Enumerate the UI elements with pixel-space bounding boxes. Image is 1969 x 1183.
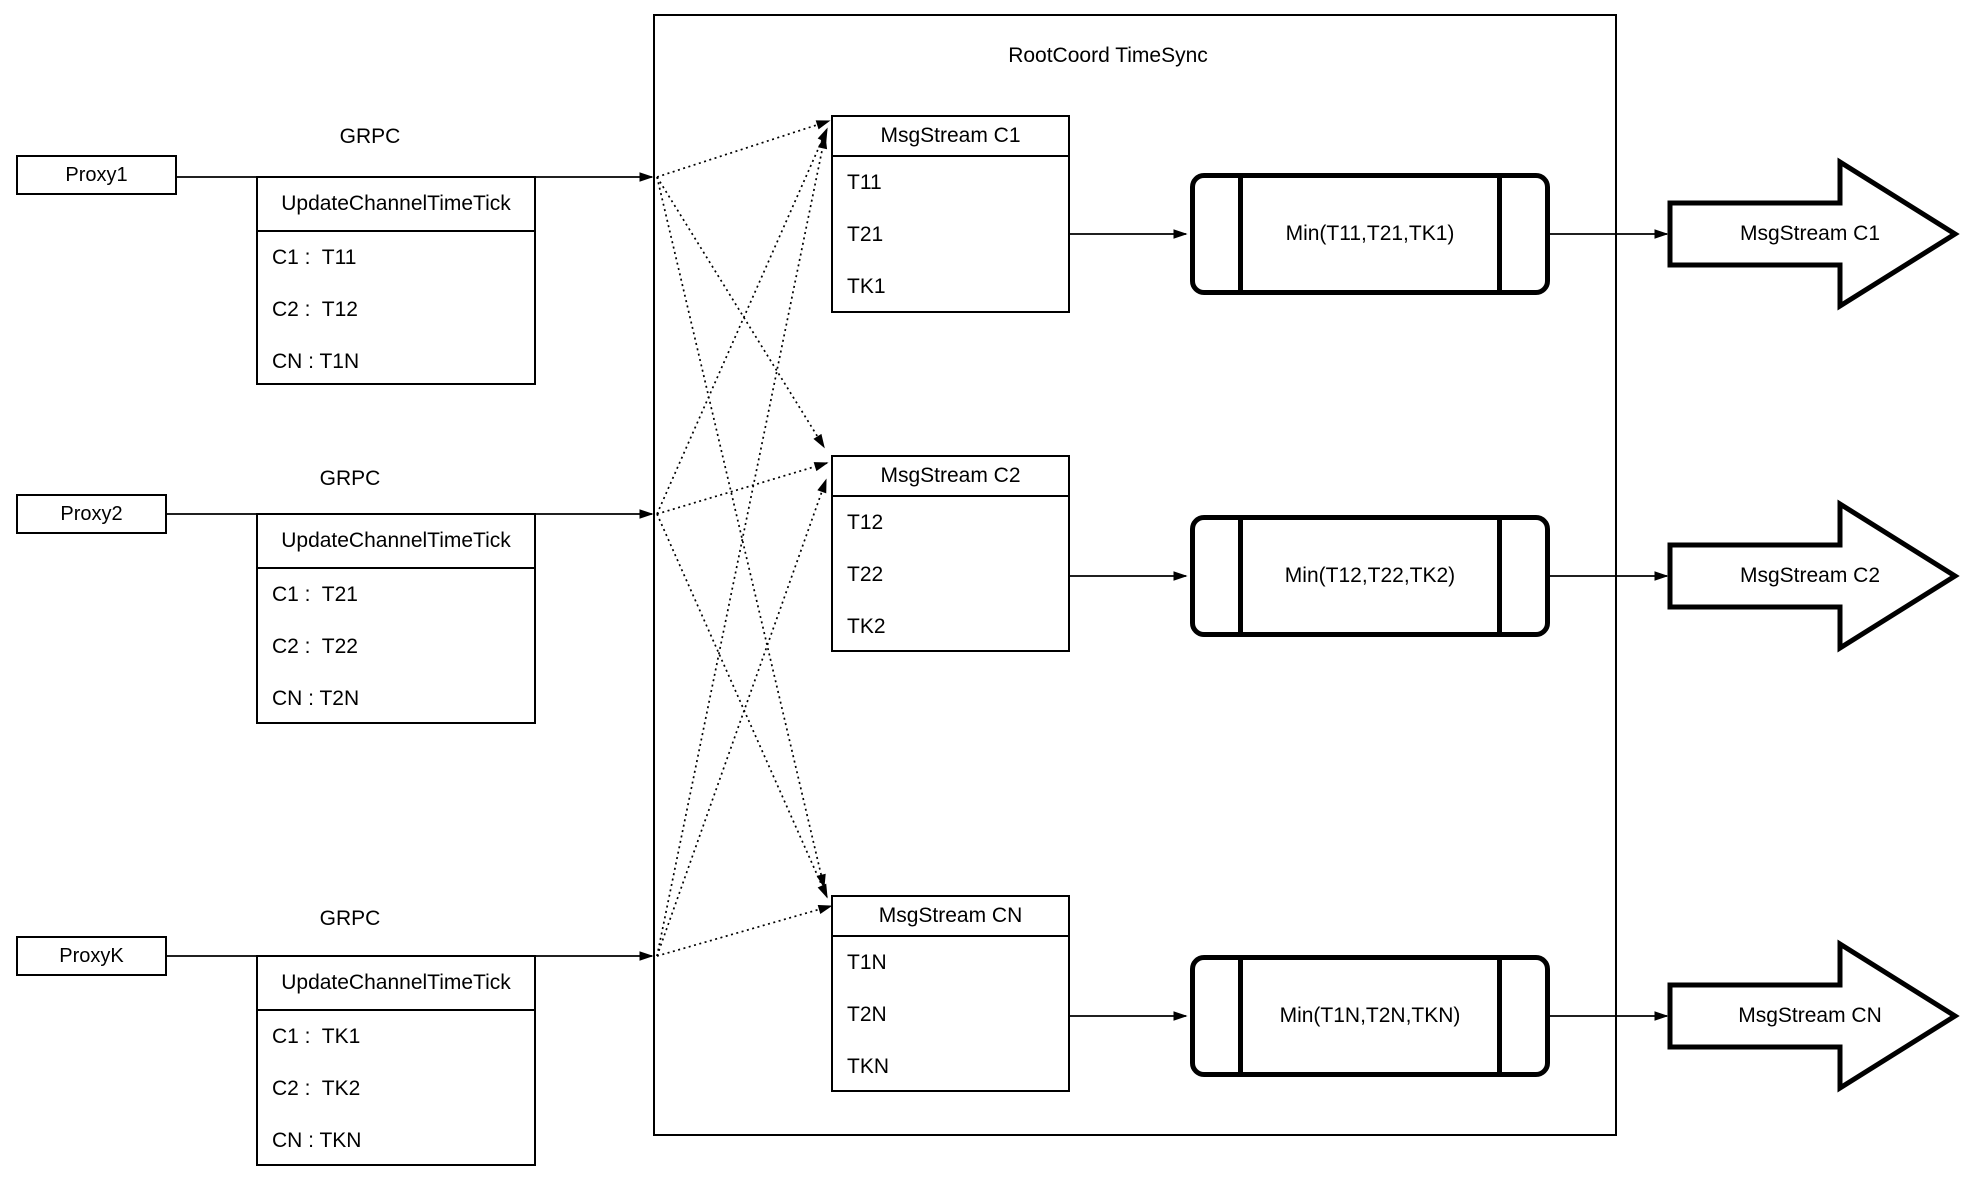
table-header: MsgStream CN xyxy=(833,897,1068,937)
min-node-right-bar xyxy=(1497,520,1502,632)
grpc-label-proxyk: GRPC xyxy=(319,907,381,930)
table-row: CN : TKN xyxy=(272,1129,362,1152)
min-node-cn: Min(T1N,T2N,TKN) xyxy=(1190,955,1550,1077)
min-node-left-bar xyxy=(1238,960,1243,1072)
update-channel-timetick-table-proxy2: UpdateChannelTimeTick C1 : T21 C2 : T22 … xyxy=(256,513,536,724)
output-block-arrow-cn xyxy=(1667,939,1960,1093)
output-arrow-label-c1: MsgStream C1 xyxy=(1739,222,1881,245)
table-row: C2 : TK2 xyxy=(272,1077,361,1100)
grpc-label-proxy2: GRPC xyxy=(319,467,381,490)
sync-line-p1-c2 xyxy=(656,176,825,449)
table-row: T22 xyxy=(847,563,884,586)
table-row: T21 xyxy=(847,223,884,246)
proxy-box-proxyk: ProxyK xyxy=(16,936,167,976)
table-row: C1 : T21 xyxy=(272,583,358,606)
proxy-label: Proxy1 xyxy=(65,163,128,186)
min-node-label: Min(T12,T22,TK2) xyxy=(1284,564,1456,587)
output-arrow-label-c2: MsgStream C2 xyxy=(1739,564,1881,587)
table-header: UpdateChannelTimeTick xyxy=(258,515,534,569)
sync-line-pk-c2 xyxy=(656,478,827,957)
table-header: MsgStream C1 xyxy=(833,117,1068,157)
table-header: MsgStream C2 xyxy=(833,457,1068,497)
update-channel-timetick-table-proxyk: UpdateChannelTimeTick C1 : TK1 C2 : TK2 … xyxy=(256,955,536,1166)
output-arrow-label-cn: MsgStream CN xyxy=(1738,1004,1882,1027)
sync-line-p2-c2 xyxy=(656,462,829,515)
table-header: UpdateChannelTimeTick xyxy=(258,957,534,1011)
update-channel-timetick-table-proxy1: UpdateChannelTimeTick C1 : T11 C2 : T12 … xyxy=(256,176,536,385)
table-row: TK1 xyxy=(847,275,886,298)
min-node-right-bar xyxy=(1497,178,1502,290)
min-node-left-bar xyxy=(1238,520,1243,632)
grpc-label-proxy1: GRPC xyxy=(339,125,401,148)
table-row: T2N xyxy=(847,1003,887,1026)
table-row: CN : T2N xyxy=(272,687,360,710)
table-header: UpdateChannelTimeTick xyxy=(258,178,534,232)
min-node-c2: Min(T12,T22,TK2) xyxy=(1190,515,1550,637)
rootcoord-title: RootCoord TimeSync xyxy=(1008,44,1208,67)
proxy-label: Proxy2 xyxy=(60,502,123,525)
table-row: C1 : T11 xyxy=(272,246,357,269)
min-node-right-bar xyxy=(1497,960,1502,1072)
rootcoord-container xyxy=(653,14,1617,1136)
table-row: T12 xyxy=(847,511,884,534)
proxy-box-proxy2: Proxy2 xyxy=(16,494,167,534)
sync-line-pk-c1 xyxy=(656,134,828,957)
table-row: C2 : T22 xyxy=(272,635,358,658)
msgstream-buffer-cn: MsgStream CN T1N T2N TKN xyxy=(831,895,1070,1092)
min-node-label: Min(T1N,T2N,TKN) xyxy=(1279,1004,1461,1027)
sync-line-p1-cn xyxy=(656,176,826,889)
table-row: TKN xyxy=(847,1055,889,1078)
min-node-label: Min(T11,T21,TK1) xyxy=(1285,222,1455,245)
table-row: TK2 xyxy=(847,615,886,638)
msgstream-buffer-c1: MsgStream C1 T11 T21 TK1 xyxy=(831,115,1070,313)
proxy-label: ProxyK xyxy=(59,944,124,967)
table-row: T1N xyxy=(847,951,887,974)
proxy-box-proxy1: Proxy1 xyxy=(16,155,177,195)
output-block-arrow-c1 xyxy=(1667,157,1960,311)
table-row: C1 : TK1 xyxy=(272,1025,361,1048)
sync-line-p2-cn xyxy=(656,513,828,899)
sync-line-p2-c1 xyxy=(656,127,828,515)
msgstream-buffer-c2: MsgStream C2 T12 T22 TK2 xyxy=(831,455,1070,652)
min-node-c1: Min(T11,T21,TK1) xyxy=(1190,173,1550,295)
table-row: CN : T1N xyxy=(272,350,360,373)
min-node-left-bar xyxy=(1238,178,1243,290)
table-row: T11 xyxy=(847,171,882,194)
table-row: C2 : T12 xyxy=(272,298,358,321)
output-block-arrow-c2 xyxy=(1667,499,1960,653)
